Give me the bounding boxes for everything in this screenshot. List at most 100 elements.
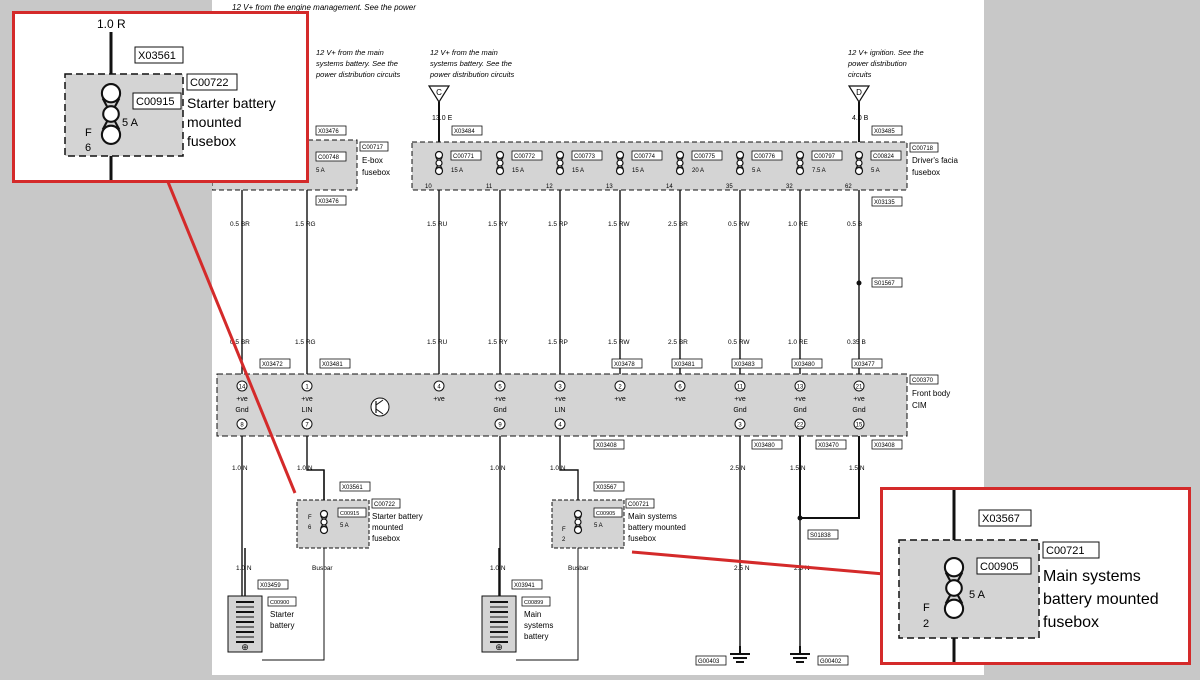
wire-label-mid: 0.35 B bbox=[847, 339, 866, 346]
facia-fuse-amp: 5 A bbox=[752, 168, 761, 174]
facia-id: C00718 bbox=[912, 146, 934, 152]
zoom-right-amp: 5 A bbox=[969, 589, 986, 601]
cim-row1-label: +ve bbox=[494, 396, 506, 403]
ebox-name-2: fusebox bbox=[362, 168, 390, 177]
svg-text:F: F bbox=[562, 527, 566, 533]
wire-label-top: 1.5 RG bbox=[295, 221, 316, 228]
starter-fusebox-conn: X03561 bbox=[342, 485, 363, 491]
cim-pin-bottom-num: 15 bbox=[856, 423, 863, 429]
zoom-right-fuse: C00905 bbox=[980, 561, 1019, 573]
svg-text:fusebox: fusebox bbox=[628, 534, 656, 543]
cim-id: C00370 bbox=[912, 378, 934, 384]
facia-conn-top: X03484 bbox=[454, 129, 475, 135]
cim-conn-bottom: X03408 bbox=[874, 443, 895, 449]
facia-fuse-icon bbox=[434, 150, 444, 176]
driver-facia-fusebox bbox=[411, 141, 908, 191]
svg-text:C00900: C00900 bbox=[270, 600, 289, 606]
svg-text:systems: systems bbox=[524, 621, 553, 630]
svg-text:D: D bbox=[856, 88, 862, 97]
schematic-sheet: 12 V+ from the engine management. See th… bbox=[211, 0, 984, 675]
zoom-right-conn: X03567 bbox=[982, 513, 1020, 525]
svg-text:F: F bbox=[308, 515, 312, 521]
zoom-left-name-2: mounted bbox=[187, 114, 241, 130]
cim-conn-bottom: X03408 bbox=[596, 443, 617, 449]
ground-icon-2 bbox=[789, 645, 811, 663]
wire-label-bottom: 1.0 N bbox=[236, 565, 252, 572]
svg-text:2: 2 bbox=[923, 618, 929, 630]
wire-label-top: 1.5 RU bbox=[427, 221, 448, 228]
transistor-icon bbox=[370, 397, 390, 417]
facia-fuse-amp: 15 A bbox=[512, 168, 524, 174]
cim-row2-label: Gnd bbox=[493, 407, 506, 414]
cim-row1-label: +ve bbox=[433, 396, 445, 403]
feed-label-e: 13.0 E bbox=[432, 115, 453, 122]
facia-fuse-amp: 5 A bbox=[871, 168, 880, 174]
facia-fuse-pin: 13 bbox=[606, 184, 613, 190]
main-fuse-icon bbox=[573, 509, 583, 535]
wire-label-bottom: 2.5 N bbox=[734, 565, 750, 572]
cim-row2-label: Gnd bbox=[793, 407, 806, 414]
zoom-right-name-3: fusebox bbox=[1043, 614, 1099, 631]
ebox-fuse-id: C00748 bbox=[318, 155, 340, 161]
cim-conn-top: X03483 bbox=[734, 362, 755, 368]
main-fusebox-conn: X03567 bbox=[596, 485, 617, 491]
starter-battery: ⊕ X03459 C00900 Starter battery bbox=[227, 579, 297, 653]
cim-pin-top-num: 21 bbox=[856, 385, 863, 391]
cim-pin-top-num: 1 bbox=[305, 385, 309, 391]
cim-pin-top-num: 14 bbox=[239, 385, 246, 391]
facia-fuse-pin: 35 bbox=[726, 184, 733, 190]
cim-row2-label: LIN bbox=[555, 407, 566, 414]
svg-text:mounted: mounted bbox=[372, 523, 403, 532]
facia-fuse-amp: 15 A bbox=[451, 168, 463, 174]
wire-label-bottom: 1.0 N bbox=[490, 565, 506, 572]
facia-fuse-pin: 12 bbox=[546, 184, 553, 190]
facia-conn-bottom: X03135 bbox=[874, 200, 895, 206]
wire-label-mid: 1.5 RG bbox=[295, 339, 316, 346]
facia-fuse-pin: 62 bbox=[845, 184, 852, 190]
cim-row1-label: +ve bbox=[236, 396, 248, 403]
cim-row1-label: +ve bbox=[614, 396, 626, 403]
cim-conn-top: X03478 bbox=[614, 362, 635, 368]
facia-fuse-icon bbox=[555, 150, 565, 176]
wire-label-lower: 1.0 N bbox=[232, 465, 248, 472]
svg-text:X03459: X03459 bbox=[260, 583, 281, 589]
svg-text:Main: Main bbox=[524, 610, 541, 619]
svg-text:F: F bbox=[85, 127, 92, 139]
cim-row1-label: +ve bbox=[554, 396, 566, 403]
cim-name-2: CIM bbox=[912, 401, 927, 410]
main-battery: ⊕ X03941 C00899 Main systems battery bbox=[481, 579, 553, 653]
supply-triangle-d: D bbox=[847, 85, 871, 104]
zoom-right-name-2: battery mounted bbox=[1043, 591, 1159, 608]
cim-row1-label: +ve bbox=[674, 396, 686, 403]
zoom-left-id: C00722 bbox=[190, 77, 229, 89]
cim-pin-top-num: 5 bbox=[498, 385, 502, 391]
zoom-left-conn: X03561 bbox=[138, 50, 176, 62]
cim-row2-label: Gnd bbox=[733, 407, 746, 414]
svg-text:2: 2 bbox=[562, 537, 566, 543]
wire-label-mid: 1.5 RY bbox=[488, 339, 508, 346]
svg-text:power distribution: power distribution bbox=[847, 59, 907, 68]
facia-fuse-amp: 15 A bbox=[572, 168, 584, 174]
ground-icon-1 bbox=[729, 645, 751, 663]
cim-pin-bottom-num: 7 bbox=[305, 423, 309, 429]
splice-top: S01567 bbox=[874, 281, 895, 287]
ground-g00403: G00403 bbox=[698, 659, 720, 665]
ebox-conn-bottom: X03476 bbox=[318, 199, 339, 205]
facia-fuse-amp: 15 A bbox=[632, 168, 644, 174]
wire-label-lower: 1.5 N bbox=[849, 465, 865, 472]
cim-row1-label: +ve bbox=[794, 396, 806, 403]
wire-label-mid: 1.0 RE bbox=[788, 339, 809, 346]
facia-fuse-icon bbox=[675, 150, 685, 176]
cim-row1-label: +ve bbox=[734, 396, 746, 403]
facia-name-1: Driver's facia bbox=[912, 156, 959, 165]
svg-text:C: C bbox=[436, 88, 442, 97]
cim-pin-top-num: 3 bbox=[558, 385, 562, 391]
wire-label-top: 0.5 B bbox=[847, 221, 862, 228]
zoom-left-wire: 1.0 R bbox=[97, 17, 126, 31]
supply-triangle-c: C bbox=[427, 85, 451, 104]
feed-label-b: 4.0 B bbox=[852, 115, 869, 122]
facia-fuse-id: C00771 bbox=[453, 154, 475, 160]
wire-label-top: 0.5 RW bbox=[728, 221, 750, 228]
facia-name-2: fusebox bbox=[912, 168, 940, 177]
wire-label-top: 1.5 RW bbox=[608, 221, 630, 228]
